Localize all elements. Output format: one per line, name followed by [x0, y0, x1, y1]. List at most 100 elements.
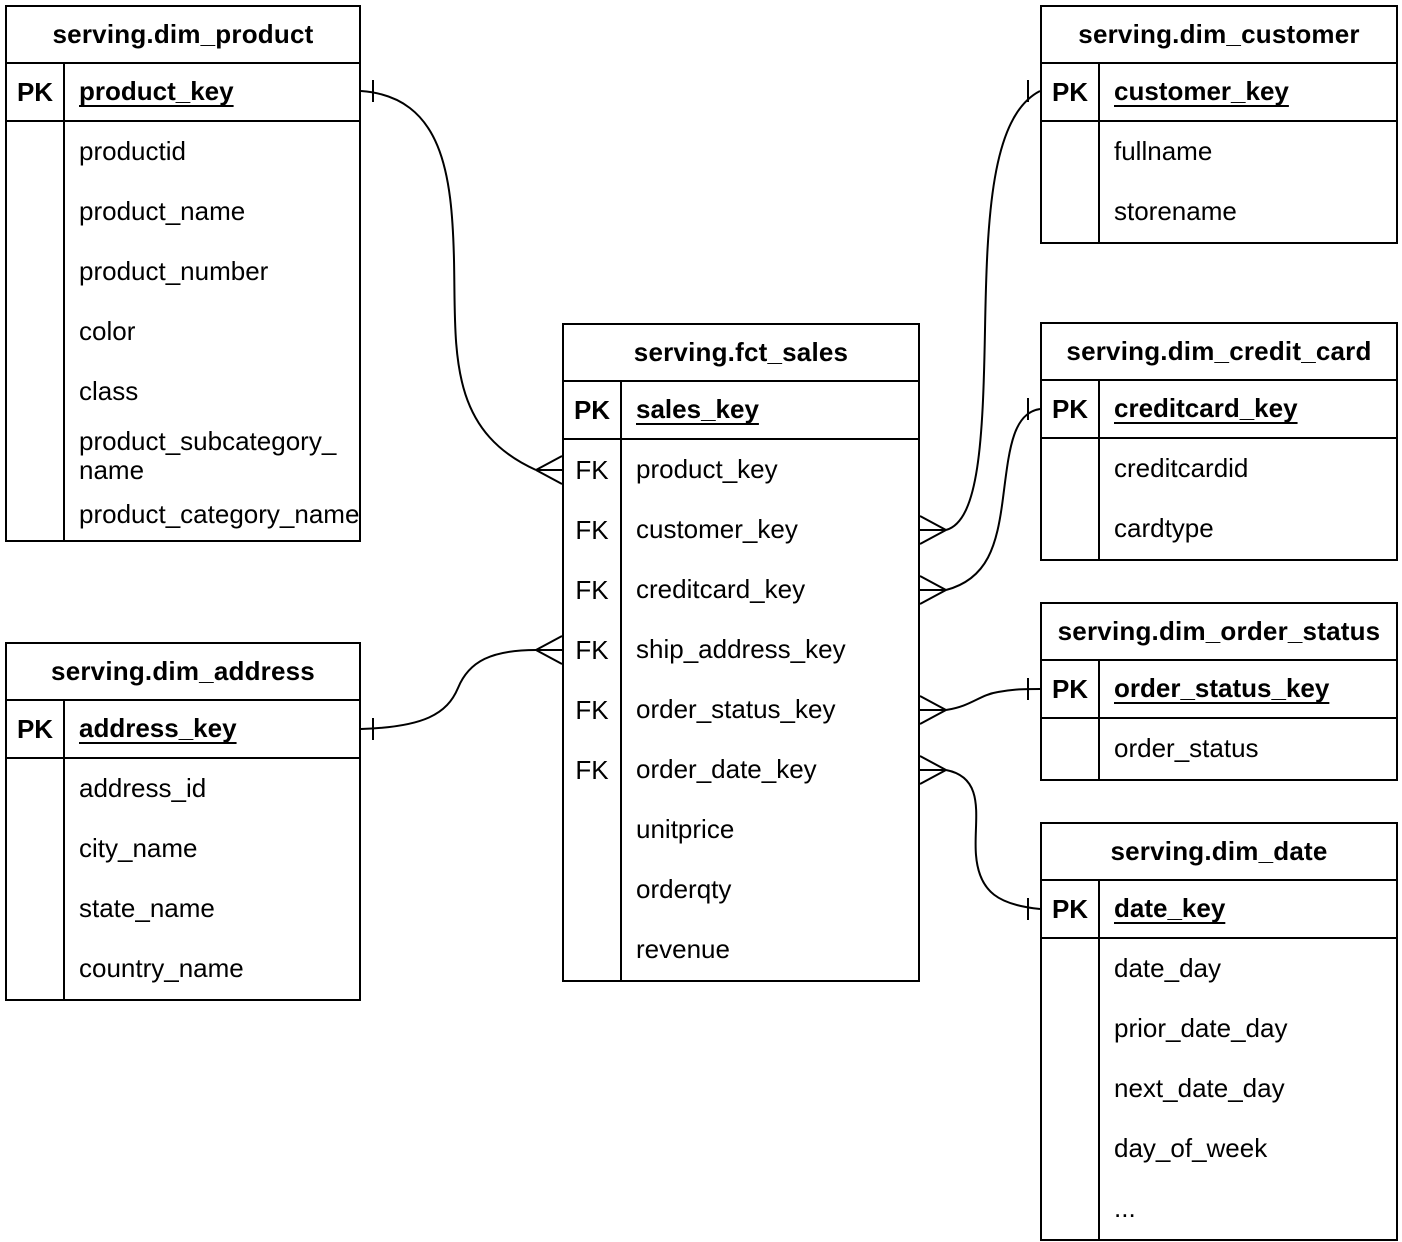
field-name: prior_date_day — [1114, 1013, 1288, 1044]
table-row: revenue — [564, 920, 918, 980]
field-name: unitprice — [636, 814, 735, 845]
table-row: class — [7, 362, 359, 422]
field-name: state_name — [79, 893, 215, 924]
pk-badge: PK — [564, 382, 622, 438]
table-title: serving.dim_credit_card — [1042, 324, 1396, 381]
table-row: FK customer_key — [564, 500, 918, 560]
field-name: productid — [79, 136, 186, 167]
pk-field: creditcard_key — [1114, 393, 1298, 424]
table-title: serving.dim_customer — [1042, 7, 1396, 64]
key-cell — [7, 422, 65, 490]
relationship-product — [360, 80, 563, 485]
table-row: product_name — [7, 182, 359, 242]
field-name: revenue — [636, 934, 730, 965]
table-title: serving.fct_sales — [564, 325, 918, 382]
key-cell — [1042, 182, 1100, 242]
table-row: city_name — [7, 819, 359, 879]
pk-field: order_status_key — [1114, 673, 1330, 704]
table-serving-dim-date: serving.dim_date PK date_key date_day pr… — [1040, 822, 1398, 1241]
table-serving-dim-customer: serving.dim_customer PK customer_key ful… — [1040, 5, 1398, 244]
pk-row: PK product_key — [7, 64, 359, 122]
relationship-address — [360, 635, 563, 740]
table-serving-fct-sales: serving.fct_sales PK sales_key FK produc… — [562, 323, 920, 982]
field-name: address_id — [79, 773, 207, 804]
key-cell — [7, 182, 65, 242]
table-row: next_date_day — [1042, 1059, 1396, 1119]
relationship-order-date — [919, 755, 1041, 920]
key-cell — [1042, 439, 1100, 499]
table-row: storename — [1042, 182, 1396, 242]
field-name: ship_address_key — [636, 634, 846, 665]
table-row: state_name — [7, 879, 359, 939]
table-row: order_status — [1042, 719, 1396, 779]
key-cell — [7, 242, 65, 302]
relationship-customer — [919, 80, 1041, 545]
table-row: FK order_status_key — [564, 680, 918, 740]
fk-badge: FK — [564, 740, 622, 800]
relationship-line — [945, 769, 1041, 910]
relationship-line — [945, 90, 1041, 531]
crows-foot-icon — [535, 635, 563, 665]
field-name: order_date_key — [636, 754, 817, 785]
pk-field: customer_key — [1114, 76, 1289, 107]
field-name: product_subcategory_ name — [79, 425, 337, 485]
table-row: day_of_week — [1042, 1119, 1396, 1179]
table-row: unitprice — [564, 800, 918, 860]
pk-row: PK creditcard_key — [1042, 381, 1396, 439]
table-serving-dim-product: serving.dim_product PK product_key produ… — [5, 5, 361, 542]
field-name: order_status — [1114, 733, 1259, 764]
field-name: country_name — [79, 953, 244, 984]
key-cell — [1042, 1179, 1100, 1239]
key-cell — [1042, 939, 1100, 999]
pk-field: sales_key — [636, 394, 759, 425]
table-row: product_subcategory_ name — [7, 422, 359, 490]
table-row: product_category_name — [7, 490, 359, 540]
fk-badge: FK — [564, 620, 622, 680]
field-name: fullname — [1114, 136, 1213, 167]
table-row: prior_date_day — [1042, 999, 1396, 1059]
table-row: FK product_key — [564, 440, 918, 500]
relationship-credit-card — [919, 398, 1041, 605]
relationship-line — [360, 90, 537, 471]
field-name: creditcardid — [1114, 453, 1249, 484]
crows-foot-icon — [535, 455, 563, 485]
key-cell — [7, 939, 65, 999]
table-row: address_id — [7, 759, 359, 819]
table-row: color — [7, 302, 359, 362]
pk-badge: PK — [1042, 881, 1100, 937]
key-cell — [7, 490, 65, 540]
key-cell — [1042, 499, 1100, 559]
key-cell — [564, 860, 622, 920]
pk-badge: PK — [1042, 661, 1100, 717]
key-cell — [1042, 719, 1100, 779]
field-name: cardtype — [1114, 513, 1214, 544]
table-title: serving.dim_product — [7, 7, 359, 64]
table-row: country_name — [7, 939, 359, 999]
pk-row: PK address_key — [7, 701, 359, 759]
pk-field: address_key — [79, 713, 237, 744]
table-row: FK order_date_key — [564, 740, 918, 800]
field-name: ... — [1114, 1193, 1136, 1224]
table-row: ... — [1042, 1179, 1396, 1239]
table-title: serving.dim_address — [7, 644, 359, 701]
pk-badge: PK — [1042, 64, 1100, 120]
pk-row: PK customer_key — [1042, 64, 1396, 122]
key-cell — [1042, 1059, 1100, 1119]
table-serving-dim-address: serving.dim_address PK address_key addre… — [5, 642, 361, 1001]
field-name: creditcard_key — [636, 574, 806, 605]
relationship-line — [945, 688, 1041, 711]
table-row: cardtype — [1042, 499, 1396, 559]
crows-foot-icon — [919, 575, 947, 605]
key-cell — [564, 800, 622, 860]
table-row: productid — [7, 122, 359, 182]
key-cell — [7, 302, 65, 362]
field-name: product_name — [79, 196, 246, 227]
table-row: orderqty — [564, 860, 918, 920]
key-cell — [1042, 999, 1100, 1059]
pk-field: date_key — [1114, 893, 1226, 924]
pk-field: product_key — [79, 76, 234, 107]
table-title: serving.dim_order_status — [1042, 604, 1396, 661]
pk-badge: PK — [7, 701, 65, 757]
pk-badge: PK — [7, 64, 65, 120]
key-cell — [7, 819, 65, 879]
